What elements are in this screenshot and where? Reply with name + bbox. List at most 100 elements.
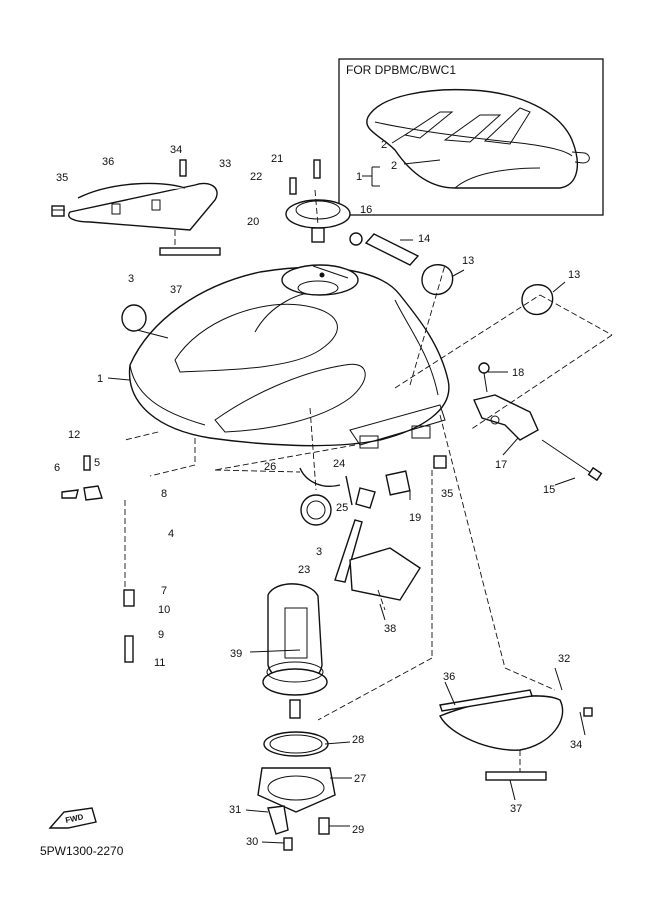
fuel-cap-assembly: [285, 159, 351, 243]
label-12: 12: [68, 429, 80, 441]
label-37-a: 37: [170, 284, 182, 296]
part-labels: 1 3 3 4 5 6 7 8 9 10 11 12 13 13 14 15 1…: [54, 144, 582, 848]
cap-3-lower: [300, 494, 332, 526]
label-15: 15: [543, 484, 555, 496]
label-9: 9: [158, 629, 164, 641]
label-10: 10: [158, 604, 170, 616]
label-3-lower: 3: [316, 546, 322, 558]
label-26: 26: [264, 461, 276, 473]
label-23: 23: [298, 564, 310, 576]
label-21: 21: [271, 153, 283, 165]
label-38: 38: [384, 623, 396, 635]
label-30: 30: [246, 836, 258, 848]
strip-37-right: [485, 771, 547, 781]
label-13-a: 13: [462, 255, 474, 267]
bolt-30: [283, 837, 293, 851]
label-29: 29: [352, 824, 364, 836]
label-19: 19: [409, 512, 421, 524]
cap-3-upper: [121, 304, 147, 332]
label-14: 14: [418, 233, 430, 245]
mount-hardware-right: [349, 232, 603, 482]
breather-hose-14: [364, 233, 420, 266]
fuel-tank-body: [128, 266, 450, 447]
damper-16: [349, 232, 363, 246]
side-cover-right: [439, 689, 593, 781]
side-cover-left: [51, 159, 221, 256]
bolt-15: [541, 439, 595, 476]
damper-35: [51, 205, 65, 217]
damper-13-b: [521, 284, 554, 316]
bolt-18: [478, 362, 490, 374]
label-33: 33: [219, 158, 231, 170]
drawing-code: 5PW1300-2270: [40, 844, 124, 858]
label-13-b: 13: [568, 269, 580, 281]
label-11: 11: [154, 657, 165, 669]
bolt-11: [124, 635, 134, 663]
filler-recess: [281, 264, 359, 296]
fuel-tank-panel-lower: [214, 363, 366, 433]
screw-34-right: [583, 707, 593, 717]
clip-5: [83, 485, 103, 501]
damper-35-lower: [433, 455, 447, 469]
label-5: 5: [94, 457, 100, 469]
inset-title: FOR DPBMC/BWC1: [346, 63, 456, 77]
mount-stack-left: [61, 455, 135, 663]
inset-tank-seam: [374, 121, 573, 157]
screw-34: [179, 159, 187, 177]
label-36-a: 36: [102, 156, 114, 168]
fwd-arrow-icon: [48, 807, 97, 829]
inset-decal-stripe: [403, 111, 454, 139]
label-18: 18: [512, 367, 524, 379]
label-25: 25: [336, 502, 348, 514]
fuel-cap-20: [285, 199, 351, 229]
label-28: 28: [352, 734, 364, 746]
inset-label-2b: 2: [391, 160, 397, 172]
label-7: 7: [161, 585, 167, 597]
label-4: 4: [168, 528, 174, 540]
fuel-tank-bottom-flange: [349, 404, 446, 446]
sheet-38: [349, 547, 421, 601]
inset-label-2a: 2: [381, 139, 387, 151]
label-6: 6: [54, 462, 60, 474]
hose-24: [355, 487, 376, 509]
label-35-a: 35: [56, 172, 68, 184]
label-37-b: 37: [510, 803, 522, 815]
bolt-29: [318, 817, 330, 835]
label-8: 8: [161, 488, 167, 500]
gasket-28: [263, 731, 329, 757]
label-17: 17: [495, 459, 507, 471]
inset-panel: FOR DPBMC/BWC1 2 2 1: [338, 58, 604, 216]
label-22: 22: [250, 171, 262, 183]
label-31: 31: [229, 804, 241, 816]
bracket-17: [473, 394, 539, 441]
collar-10: [123, 589, 135, 607]
hose-25: [345, 475, 353, 506]
inset-label-1: 1: [356, 171, 362, 183]
label-20: 20: [247, 216, 259, 228]
sensor-19: [385, 470, 411, 496]
trim-strip-36-right: [439, 689, 533, 712]
label-3-upper: 3: [128, 273, 134, 285]
label-34-a: 34: [170, 144, 182, 156]
label-27: 27: [354, 773, 366, 785]
label-36-b: 36: [443, 671, 455, 683]
damper-13-a: [421, 264, 454, 296]
label-24: 24: [333, 458, 345, 470]
label-39: 39: [230, 648, 242, 660]
side-cover-33: [68, 182, 218, 231]
clip-6: [61, 489, 79, 499]
fuel-tank: [128, 264, 450, 449]
label-1: 1: [97, 373, 103, 385]
fwd-badge: FWD: [48, 807, 97, 829]
inset-tank-cap-stub: [571, 151, 590, 164]
fwd-text: FWD: [65, 812, 85, 825]
label-32: 32: [558, 653, 570, 665]
trim-strip-36: [77, 182, 186, 199]
reference-lines: [52, 189, 613, 844]
bolt-21: [313, 159, 321, 179]
label-34-b: 34: [570, 739, 582, 751]
strip-37: [159, 247, 221, 256]
fuel-pump-assembly: [257, 583, 336, 851]
clip-31: [267, 805, 289, 835]
